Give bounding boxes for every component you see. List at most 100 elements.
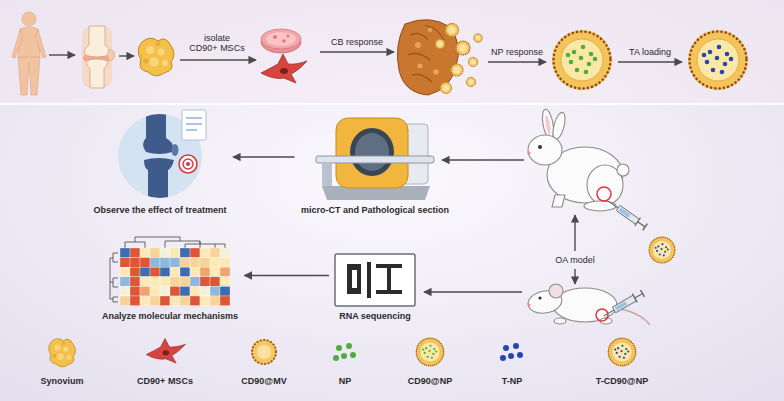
flow-arrow <box>618 61 682 62</box>
activated-msc <box>440 82 452 94</box>
petri-dish <box>273 35 277 39</box>
human-figure <box>12 12 46 95</box>
heatmap <box>140 248 150 258</box>
caption-text: Observe the effect of treatment <box>93 205 226 216</box>
flow-connector <box>233 156 295 157</box>
activated-msc <box>474 34 483 43</box>
t-cd90-np-particle <box>688 30 748 90</box>
t-cd90-np-small <box>655 243 669 256</box>
legend-item: T-NP <box>467 370 557 388</box>
petri-dish <box>261 29 301 49</box>
heatmap <box>210 286 220 296</box>
flow-arrow <box>180 59 256 60</box>
heatmap <box>150 286 160 296</box>
heatmap <box>190 248 200 258</box>
heatmap <box>220 277 230 287</box>
xray-result-icon <box>143 108 173 154</box>
heatmap <box>220 267 230 277</box>
human-figure <box>18 27 40 58</box>
legend-item: NP <box>300 370 390 388</box>
mouse-model <box>538 296 541 299</box>
caption-text: micro-CT and Pathological section <box>301 205 449 216</box>
legend-item: CD90@MV <box>219 370 309 388</box>
heatmap <box>160 286 170 296</box>
petri-dish <box>266 32 296 46</box>
mouse-model <box>549 284 563 298</box>
heatmap <box>120 258 130 268</box>
t-cd90-np-particle <box>702 45 734 75</box>
micro-ct-scanner <box>316 156 434 163</box>
heatmap <box>120 277 130 287</box>
human-figure <box>12 30 23 58</box>
human-figure <box>35 30 46 58</box>
t-cd90-np-small <box>649 237 676 264</box>
legend-item: T-CD90@NP <box>577 370 667 388</box>
legend-icons <box>333 343 356 361</box>
rabbit-model <box>544 115 551 135</box>
legend-text: CD90@MV <box>241 376 286 386</box>
heatmap <box>120 267 130 277</box>
t-cd90-np-small <box>649 237 676 264</box>
step-label: TA loading <box>605 47 695 57</box>
step-label: NP response <box>472 47 562 57</box>
heatmap <box>120 248 130 258</box>
legend-icons <box>49 339 76 367</box>
legend-icons <box>422 345 437 359</box>
heatmap <box>180 248 190 258</box>
xray-result-icon <box>118 108 206 204</box>
xray-result-icon <box>186 129 197 131</box>
legend-icons <box>146 338 185 363</box>
heatmap <box>210 277 220 287</box>
legend-icons <box>517 352 523 358</box>
human-figure <box>18 57 40 95</box>
illustration-panel: Observe the effect of treatment <box>90 110 230 219</box>
heatmap <box>110 237 230 306</box>
cd90-np-particle <box>552 30 612 90</box>
legend-icons <box>336 345 342 351</box>
rna-sequencer <box>376 264 402 268</box>
heatmap <box>180 286 190 296</box>
rna-sequencer <box>376 290 402 294</box>
petri-dish <box>261 29 301 53</box>
heatmap <box>170 286 180 296</box>
heatmap <box>170 277 180 287</box>
legend-text: Synovium <box>40 376 83 386</box>
rabbit-model <box>597 187 611 201</box>
legend-icons <box>500 343 523 361</box>
xray-result-icon <box>183 159 193 169</box>
heatmap <box>140 267 150 277</box>
legend-icons <box>416 338 445 367</box>
legend-item: Synovium <box>17 370 107 388</box>
micro-ct-scanner <box>336 118 408 188</box>
activated-msc <box>445 23 459 37</box>
heatmap <box>190 258 200 268</box>
flow-arrow <box>574 269 575 284</box>
heatmap <box>220 286 230 296</box>
flow-arrow <box>442 159 524 160</box>
xray-result-icon <box>172 144 179 156</box>
heatmap <box>120 286 130 296</box>
flow-arrow <box>119 55 134 56</box>
top-band <box>0 0 784 104</box>
heatmap <box>160 267 170 277</box>
heatmap <box>190 277 200 287</box>
heatmap <box>160 258 170 268</box>
legend-icons <box>513 343 519 349</box>
heatmap <box>150 296 160 306</box>
legend-icons <box>508 353 514 359</box>
syringe <box>601 289 645 320</box>
rabbit-model <box>584 201 616 211</box>
rabbit-model <box>617 164 629 176</box>
knee-joint <box>85 26 110 57</box>
activated-msc <box>408 25 444 82</box>
t-cd90-np-particle <box>688 30 748 90</box>
heatmap <box>130 248 140 258</box>
petri-dish <box>287 35 290 38</box>
activated-msc <box>451 64 464 77</box>
heatmap <box>170 267 180 277</box>
activated-msc <box>397 20 458 95</box>
activated-msc <box>466 77 476 87</box>
